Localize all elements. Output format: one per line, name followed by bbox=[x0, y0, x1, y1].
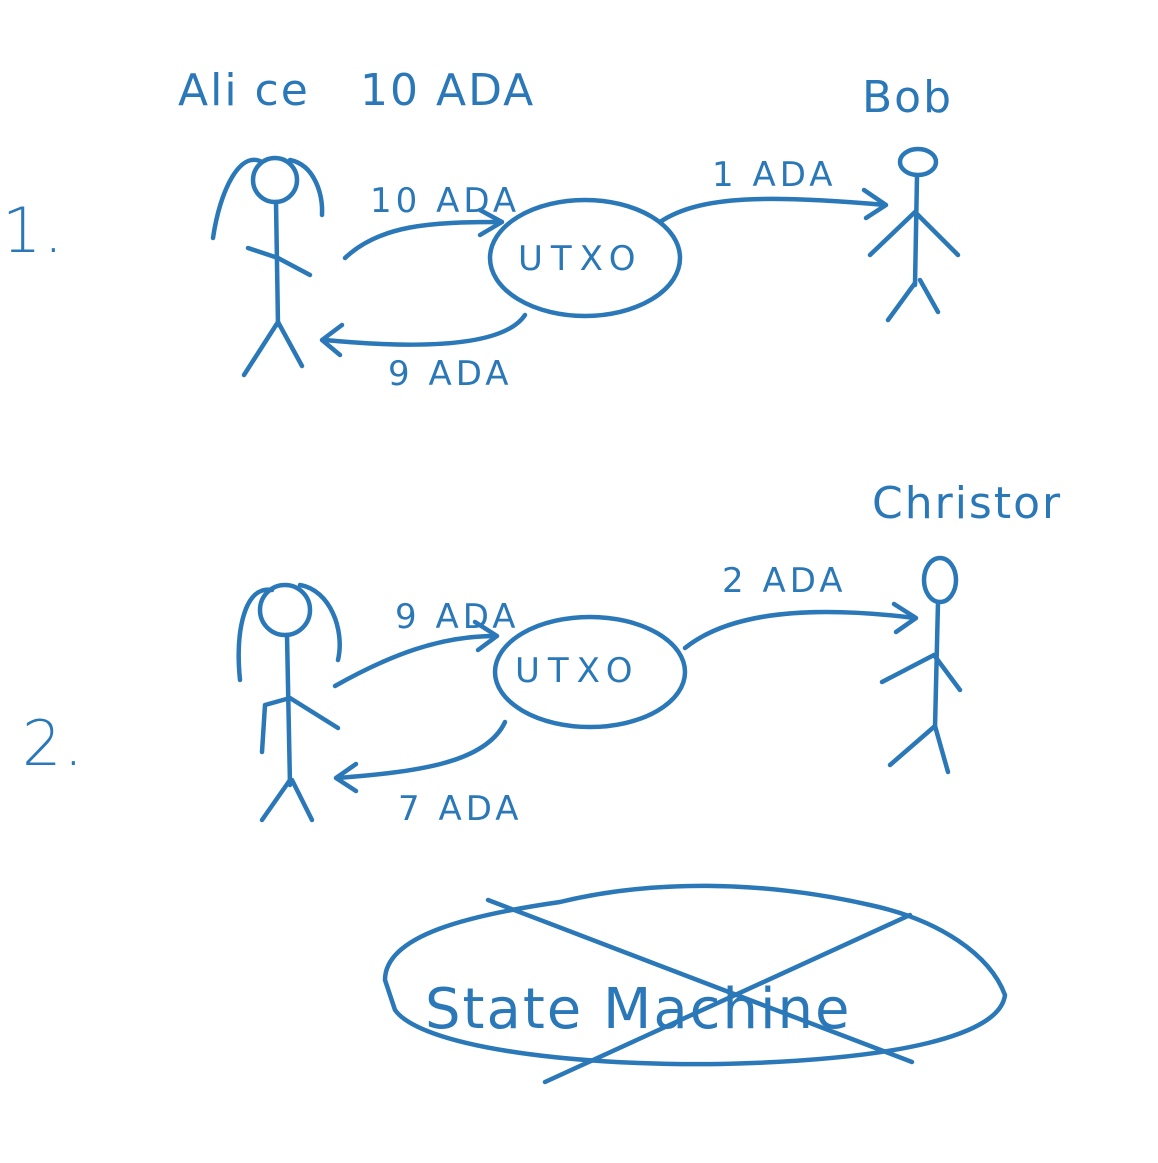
input-arrow-2 bbox=[332, 633, 498, 689]
utxo-node-2-label: UTXO bbox=[515, 651, 641, 691]
output-arrow-1-head bbox=[861, 187, 889, 221]
alice-figure bbox=[210, 155, 325, 378]
christor-figure bbox=[879, 555, 963, 775]
alice-balance: 10 ADA bbox=[360, 65, 535, 116]
state-machine-label: State Machine bbox=[425, 977, 851, 1042]
output-amount-2: 2 ADA bbox=[722, 561, 847, 601]
change-arrow-2 bbox=[335, 719, 508, 781]
output-amount-1: 1 ADA bbox=[712, 155, 837, 195]
alice-hair-left-2 bbox=[236, 587, 275, 683]
change-arrow-1 bbox=[322, 312, 528, 347]
crossed-out-state-machine: State Machine bbox=[382, 883, 1008, 1085]
alice-head-2 bbox=[257, 582, 313, 638]
christor-body bbox=[932, 599, 941, 731]
alice-hair-left bbox=[210, 157, 265, 241]
alice-label: Ali ce bbox=[178, 65, 310, 116]
bob-figure bbox=[867, 146, 961, 323]
utxo-node-2 bbox=[492, 614, 688, 730]
alice-legs bbox=[241, 319, 305, 378]
input-arrow-1 bbox=[342, 219, 503, 261]
alice-head bbox=[250, 155, 300, 205]
output-arrow-1 bbox=[657, 196, 888, 225]
alice-body-2 bbox=[284, 632, 293, 788]
input-arrow-2-head bbox=[472, 619, 500, 653]
bob-legs bbox=[885, 277, 941, 323]
input-amount-2: 9 ADA bbox=[395, 597, 520, 637]
cross-out-line-1 bbox=[485, 897, 915, 1065]
utxo-node-1-label: UTXO bbox=[518, 239, 644, 279]
change-arrow-1-head bbox=[319, 322, 345, 358]
alice-figure-2 bbox=[236, 582, 342, 823]
change-arrow-2-head bbox=[333, 761, 359, 794]
christor-arms bbox=[879, 652, 963, 693]
input-amount-1: 10 ADA bbox=[370, 181, 520, 221]
christor-head bbox=[921, 555, 959, 605]
bob-head bbox=[897, 146, 939, 178]
change-amount-2: 7 ADA bbox=[398, 789, 523, 829]
bob-arms bbox=[867, 209, 961, 258]
output-arrow-2 bbox=[682, 609, 918, 651]
alice-arms-2 bbox=[259, 695, 341, 755]
bob-body bbox=[912, 173, 920, 288]
change-amount-1: 9 ADA bbox=[388, 354, 513, 394]
alice-hair-right bbox=[287, 157, 325, 218]
christor-legs bbox=[887, 723, 951, 775]
scene-1: 1. Ali ce 10 ADA Bob UTXO 10 ADA 9 ADA 1… bbox=[2, 65, 961, 394]
alice-hair-right-2 bbox=[297, 582, 342, 663]
input-arrow-1-head bbox=[477, 207, 505, 238]
alice-legs-2 bbox=[259, 777, 315, 823]
step-2-number: 2. bbox=[22, 707, 85, 780]
christor-label: Christor bbox=[872, 478, 1062, 529]
utxo-node-1 bbox=[487, 197, 683, 319]
cross-out-line-2 bbox=[542, 912, 913, 1085]
step-1-number: 1. bbox=[2, 194, 65, 267]
output-arrow-2-head bbox=[891, 601, 919, 635]
alice-arms bbox=[245, 245, 313, 278]
scene-2: 2. Christor UTXO 9 ADA 7 ADA 2 ADA bbox=[22, 478, 1062, 829]
bob-label: Bob bbox=[862, 72, 953, 123]
alice-body bbox=[273, 199, 281, 328]
